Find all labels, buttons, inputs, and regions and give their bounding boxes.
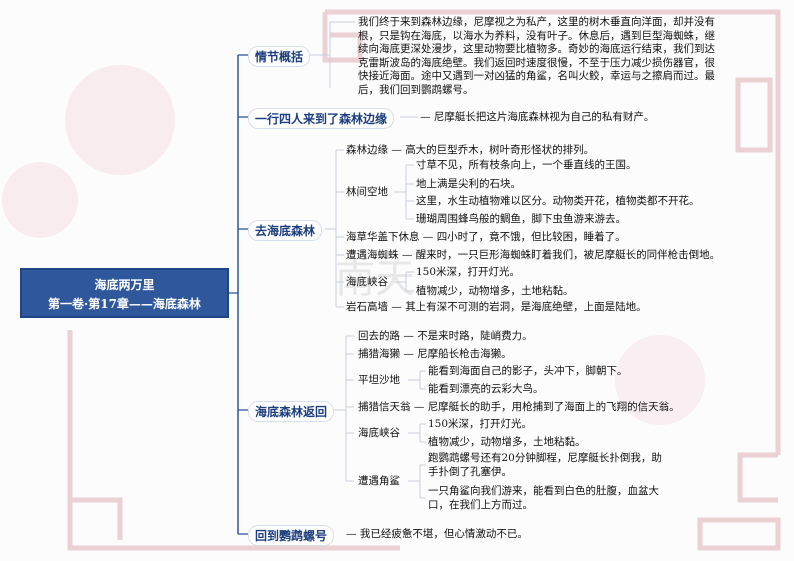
list-item: 150米深，打开灯光。 — [428, 418, 533, 430]
list-item: 植物减少，动物增多，土地粘黏。 — [428, 436, 586, 448]
list-item[interactable]: 捕猎海獭 — 尼摩船长枪击海獭。 — [358, 348, 512, 360]
branch-to-forest[interactable]: 去海底森林 — [248, 220, 323, 241]
node-label: 海草华盖下休息 — [346, 231, 420, 243]
node-label: 岩石高墙 — [346, 301, 388, 313]
list-item: 能看到漂亮的云彩大鸟。 — [428, 383, 544, 395]
root-subtitle: 第一卷·第17章——海底森林 — [48, 297, 201, 311]
branch-plot-summary[interactable]: 情节概括 — [248, 46, 311, 67]
watermark-text: 南天 — [335, 256, 415, 302]
list-item: 跑鹦鹉螺号还有20分钟脚程，尼摩艇长扑倒我，助手扑倒了孔塞伊。 — [428, 452, 662, 478]
node-label: 遭遇海蜘蛛 — [346, 249, 399, 261]
node-label: 捕猎信天翁 — [358, 401, 411, 413]
plot-summary-text: 我们终于来到森林边缘，尼摩视之为私产，这里的树木垂直向洋面，却并没有根，只是钩在… — [358, 16, 715, 96]
list-item: 植物减少，动物增多，土地粘黏。 — [416, 285, 574, 297]
list-item[interactable]: 森林边缘 — 高大的巨型乔木，树叶奇形怪状的排列。 — [346, 144, 595, 156]
node-text: 醒来时，一只巨形海蜘蛛盯着我们，被尼摩艇长的同伴枪击倒地。 — [415, 249, 721, 261]
list-item[interactable]: 海草华盖下休息 — 四小时了，竟不饿，但比较困，睡着了。 — [346, 231, 626, 243]
list-item: 这里，水生动植物难以区分。动物类开花，植物类都不开花。 — [416, 195, 700, 207]
list-item[interactable]: 平坦沙地 — [358, 374, 400, 386]
list-item[interactable]: 海底峡谷 — [346, 276, 388, 288]
list-item: 150米深，打开灯光。 — [416, 266, 521, 278]
node-label: 森林边缘 — [346, 144, 388, 156]
list-item: 一只角鲨向我们游来，能看到白色的肚腹，血盆大口，在我们上方而过。 — [428, 485, 659, 511]
node-text: 尼摩艇长的助手，用枪捕到了海面上的飞翔的信天翁。 — [427, 401, 680, 413]
list-item[interactable]: 捕猎信天翁 — 尼摩艇长的助手，用枪捕到了海面上的飞翔的信天翁。 — [358, 401, 680, 413]
list-item: 寸草不见，所有枝条向上，一个垂直线的王国。 — [416, 159, 637, 171]
back-nautilus-text: — 我已经疲惫不堪，但心情激动不已。 — [346, 528, 528, 540]
list-item[interactable]: 林间空地 — [346, 186, 388, 198]
back-nautilus-text-value: 我已经疲惫不堪，但心情激动不已。 — [359, 528, 528, 540]
list-item: 地上满是尖利的石块。 — [416, 178, 521, 190]
node-label: 回去的路 — [358, 330, 400, 342]
list-item: 能看到海面自己的影子，头冲下，脚朝下。 — [428, 365, 628, 377]
list-item[interactable]: 回去的路 — 不是来时路，陡峭费力。 — [358, 330, 533, 342]
branch-return[interactable]: 海底森林返回 — [248, 401, 335, 422]
node-text: 不是来时路，陡峭费力。 — [417, 330, 533, 342]
node-label: 捕猎海獭 — [358, 348, 400, 360]
list-item: 珊瑚周围蜂鸟般的鲷鱼，脚下虫鱼游来游去。 — [416, 213, 626, 225]
branch-arrive-forest[interactable]: 一行四人来到了森林边缘 — [248, 108, 395, 129]
list-item[interactable]: 海底峡谷 — [358, 427, 400, 439]
node-text: 四小时了，竟不饿，但比较困，睡着了。 — [436, 231, 626, 243]
list-item[interactable]: 遭遇角鲨 — [358, 475, 400, 487]
arrive-forest-text-value: 尼摩艇长把这片海底森林视为自己的私有财产。 — [433, 111, 655, 123]
node-text: 尼摩船长枪击海獭。 — [417, 348, 512, 360]
node-text: 其上有深不可测的岩洞，是海底绝壁，上面是陆地。 — [405, 301, 647, 313]
branch-back-nautilus[interactable]: 回到鹦鹉螺号 — [248, 525, 335, 546]
list-item[interactable]: 岩石高墙 — 其上有深不可测的岩洞，是海底绝壁，上面是陆地。 — [346, 301, 647, 313]
root-title: 海底两万里 — [94, 278, 155, 292]
arrive-forest-text: — 尼摩艇长把这片海底森林视为自己的私有财产。 — [420, 111, 655, 123]
list-item[interactable]: 遭遇海蜘蛛 — 醒来时，一只巨形海蜘蛛盯着我们，被尼摩艇长的同伴枪击倒地。 — [346, 249, 721, 261]
root-topic[interactable]: 海底两万里 第一卷·第17章——海底森林 — [20, 268, 229, 318]
node-text: 高大的巨型乔木，树叶奇形怪状的排列。 — [405, 144, 595, 156]
